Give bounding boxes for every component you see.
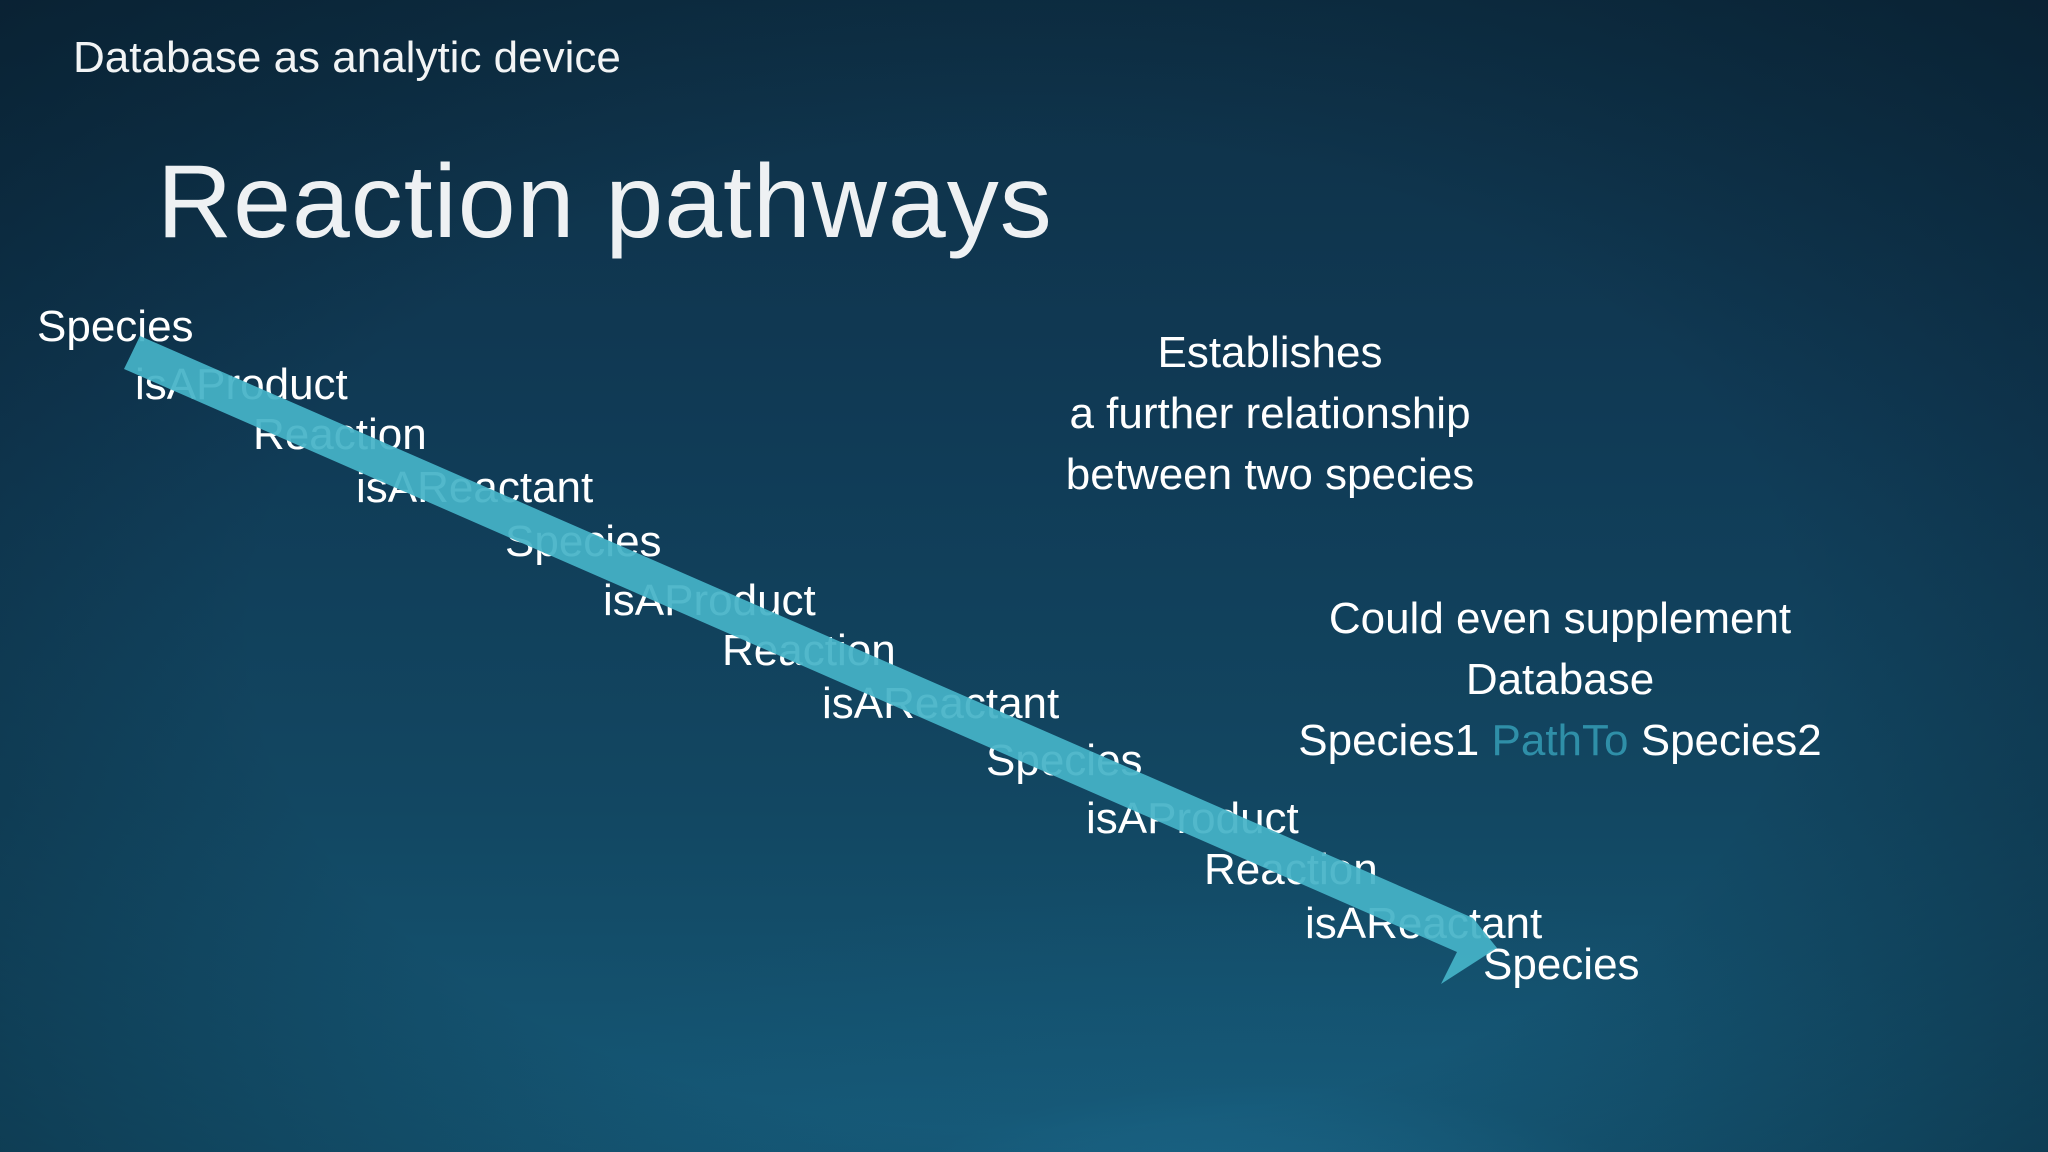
note-relationship-line-1: Establishes <box>1157 328 1383 377</box>
pathway-item-species-end: Species <box>1483 940 1640 989</box>
pathway-arrow-shape <box>124 336 1497 984</box>
note-relationship-line-3: between two species <box>1065 450 1475 499</box>
note-relationship: Establishes a further relationship betwe… <box>1050 322 1490 505</box>
slide-subtitle: Database as analytic device <box>73 33 621 82</box>
note-supplement-line-1: Could even supplement <box>1328 594 1792 643</box>
relation-species1: Species1 <box>1298 716 1480 765</box>
note-supplement-line-2: Database <box>1465 655 1655 704</box>
pathway-item-species-start: Species <box>37 302 194 351</box>
slide-title: Reaction pathways <box>157 144 1053 260</box>
note-supplement: Could even supplement Database Species1 … <box>1270 588 1850 771</box>
note-supplement-relation: Species1 PathTo Species2 <box>1270 710 1850 771</box>
note-relationship-line-2: a further relationship <box>1069 389 1471 438</box>
relation-species2: Species2 <box>1640 716 1822 765</box>
relation-pathto: PathTo <box>1491 716 1629 765</box>
